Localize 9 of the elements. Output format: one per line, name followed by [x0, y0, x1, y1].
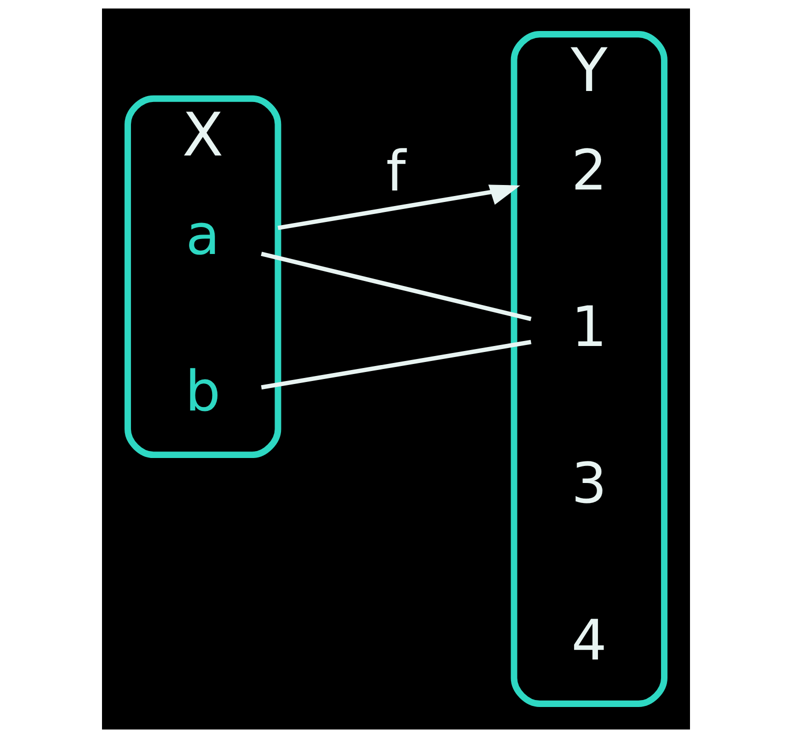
edge-label: f [386, 139, 406, 204]
node-text: 1 [571, 295, 607, 360]
arrow [278, 184, 520, 230]
node-text: a [186, 202, 220, 268]
connector [260, 252, 532, 322]
node-text: b [185, 359, 221, 424]
node-text: 3 [571, 452, 607, 517]
node-text: 2 [571, 138, 607, 204]
node-text: 4 [571, 608, 607, 674]
